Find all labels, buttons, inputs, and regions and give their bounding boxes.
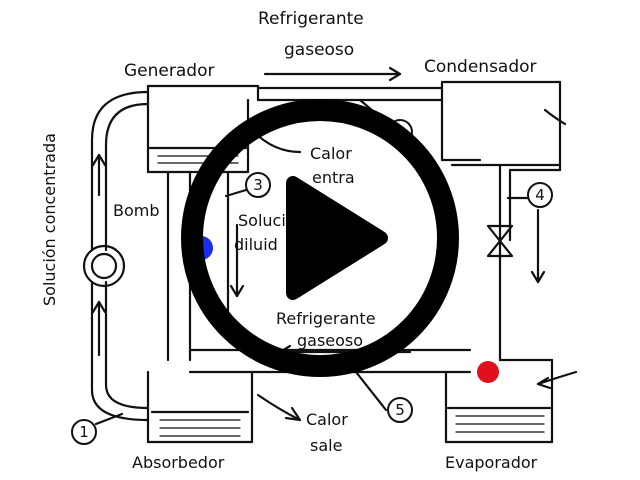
generator-label: Generador <box>124 61 215 81</box>
refrigerant-top-label-1: Refrigerante <box>258 9 364 29</box>
refrigerant-top-label-2: gaseoso <box>284 40 355 60</box>
condenser-label: Condensador <box>424 57 537 77</box>
marker-5: 5 <box>395 401 405 419</box>
evaporator-heat-arrow <box>536 370 578 386</box>
refrigerant-bottom-label-2: gaseoso <box>297 331 364 350</box>
evaporator-vessel <box>444 358 554 444</box>
absorber-label: Absorbedor <box>132 453 225 472</box>
top-pipe <box>256 86 444 102</box>
marker-1: 1 <box>79 423 89 441</box>
play-button[interactable] <box>175 93 465 383</box>
heat-out-label-1: Calor <box>306 410 348 429</box>
calor-sale-leader <box>256 393 302 422</box>
heat-in-label-1: Calor <box>310 144 352 163</box>
expansion-valve <box>486 224 514 258</box>
pump-label: Bomb <box>113 201 160 220</box>
condenser-vessel <box>440 80 567 362</box>
play-icon <box>181 99 459 377</box>
marker-4: 4 <box>535 186 545 204</box>
absorber-vessel <box>146 370 254 444</box>
refrigerant-bottom-label-1: Refrigerante <box>276 309 376 328</box>
heat-out-label-2: sale <box>310 436 343 455</box>
red-dot <box>477 361 499 383</box>
concentrated-solution-pipe <box>82 90 150 422</box>
diluted-solution-label-1: Soluci <box>238 211 286 230</box>
evaporator-label: Evaporador <box>445 453 538 472</box>
marker-3: 3 <box>253 176 263 194</box>
concentrated-solution-label: Solución concentrada <box>40 133 59 306</box>
diluted-solution-label-2: diluid <box>234 235 278 254</box>
heat-in-label-2: entra <box>312 168 355 187</box>
